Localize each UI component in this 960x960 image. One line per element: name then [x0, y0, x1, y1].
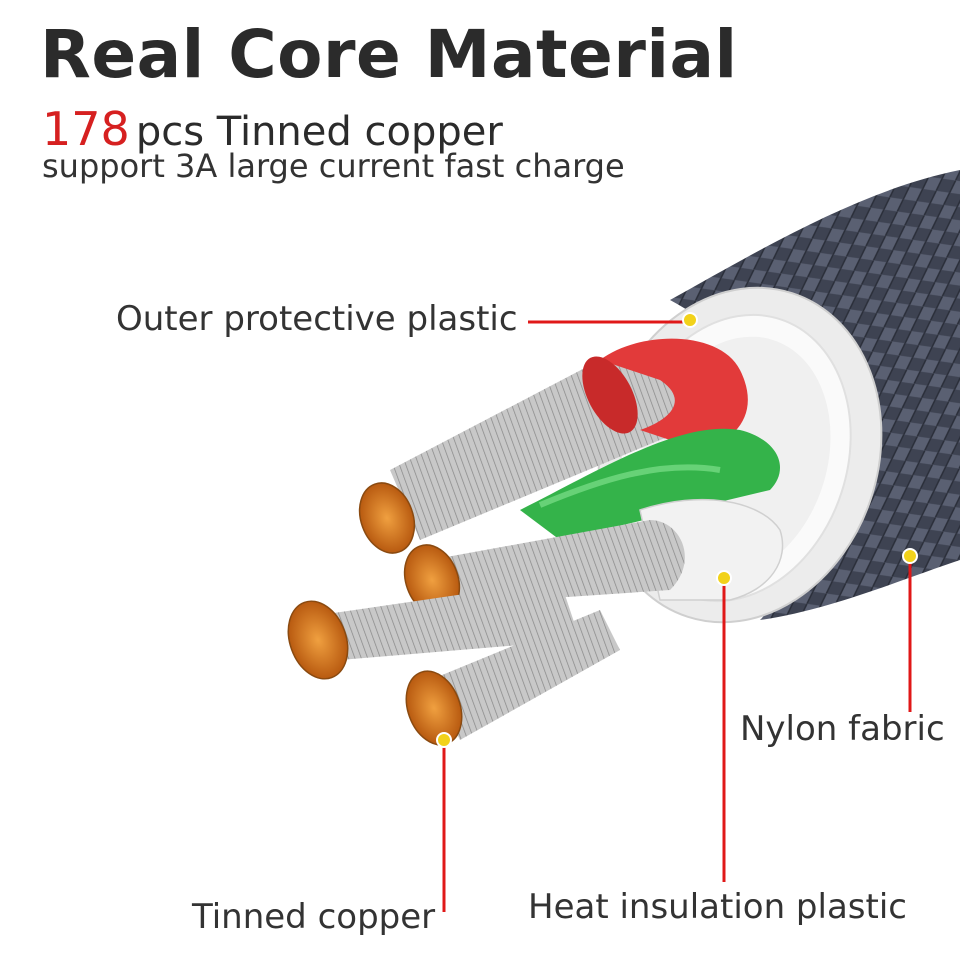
callout-nylon: [902, 548, 918, 712]
green-wire: [520, 428, 780, 540]
label-outer-plastic: Outer protective plastic: [116, 299, 518, 339]
lower-wire: [405, 610, 620, 746]
red-wire: [358, 338, 748, 554]
strand-count-suffix: pcs Tinned copper: [135, 109, 503, 155]
label-tinned-copper: Tinned copper: [192, 897, 436, 937]
callout-tinned-copper: [436, 732, 452, 912]
label-heat-insulation: Heat insulation plastic: [528, 887, 907, 927]
label-nylon-fabric: Nylon fabric: [740, 709, 945, 749]
callout-heat-insulation: [716, 570, 732, 882]
lower-left-wire: [287, 580, 580, 680]
support-text: support 3A large current fast charge: [42, 147, 625, 185]
white-wire: [403, 498, 784, 616]
page-title: Real Core Material: [40, 16, 738, 93]
callout-outer-plastic: [528, 312, 698, 328]
strand-count: 178: [42, 102, 130, 156]
